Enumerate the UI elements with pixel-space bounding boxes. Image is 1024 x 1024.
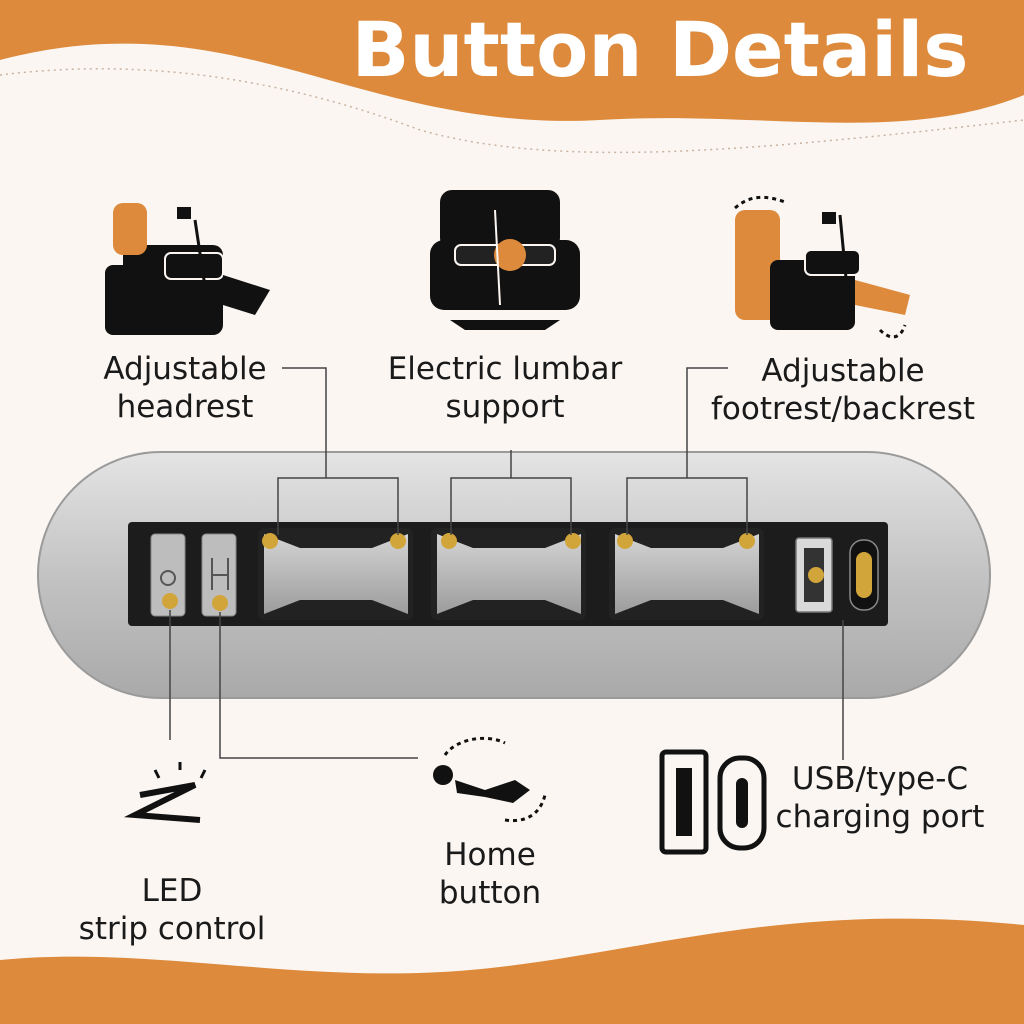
lumbar-rocker-button[interactable] (431, 528, 586, 620)
recliner-headrest-icon (105, 203, 270, 335)
led-strip-icon (123, 762, 207, 823)
recliner-footrest-icon (734, 195, 910, 339)
home-position-icon (433, 736, 547, 823)
usb-port[interactable] (795, 537, 833, 613)
home-button[interactable] (201, 533, 237, 617)
headrest-rocker-button[interactable] (258, 528, 413, 620)
header-wave (0, 0, 1024, 123)
recliner-lumbar-icon (430, 190, 580, 330)
led-button[interactable] (150, 533, 186, 617)
page-title: Button Details (351, 5, 969, 94)
type-c-port[interactable] (849, 539, 879, 611)
footer-wave (0, 918, 1024, 1024)
footrest-rocker-button[interactable] (609, 528, 764, 620)
usb-typec-port-icon (659, 749, 767, 855)
callout-lines (169, 367, 844, 760)
header-dotted-line (0, 68, 1024, 154)
